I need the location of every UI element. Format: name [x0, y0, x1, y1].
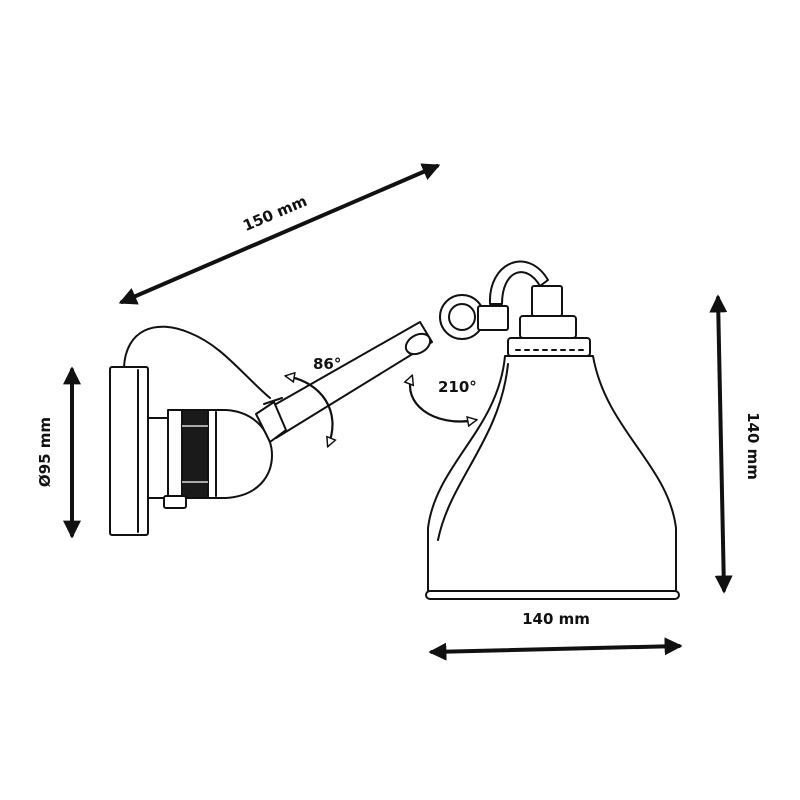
shade-joint-inner — [448, 303, 476, 331]
arm-length-label: 150 mm — [240, 192, 309, 235]
shade-rim — [425, 590, 680, 600]
shade-width-label: 140 mm — [522, 610, 590, 628]
shade-height-arrow — [709, 294, 733, 594]
shade-bracket — [488, 260, 549, 305]
shade-collar — [507, 337, 591, 357]
power-cable — [123, 325, 271, 399]
shade-rotation-arrow — [410, 376, 476, 421]
joint-bolt — [477, 305, 509, 331]
arm-tilt-label: 86° — [313, 355, 341, 373]
shade-neck-top — [531, 285, 563, 317]
shade-neck-ring — [519, 315, 577, 339]
shade-highlight — [437, 363, 509, 541]
arm-knob — [404, 332, 432, 356]
shade-height-label: 140 mm — [744, 412, 762, 480]
arm-tilt-arrow — [286, 376, 332, 446]
lamp-arm — [261, 321, 433, 439]
arm-joint-plate — [263, 397, 283, 405]
arm-length-arrow — [118, 163, 441, 305]
shade-width-arrow — [428, 637, 683, 661]
adjust-screw — [163, 495, 187, 509]
switch-band — [181, 409, 209, 499]
base-diameter-label: Ø95 mm — [36, 417, 54, 487]
wall-plate — [109, 366, 149, 536]
shade-rotation-label: 210° — [438, 378, 477, 396]
